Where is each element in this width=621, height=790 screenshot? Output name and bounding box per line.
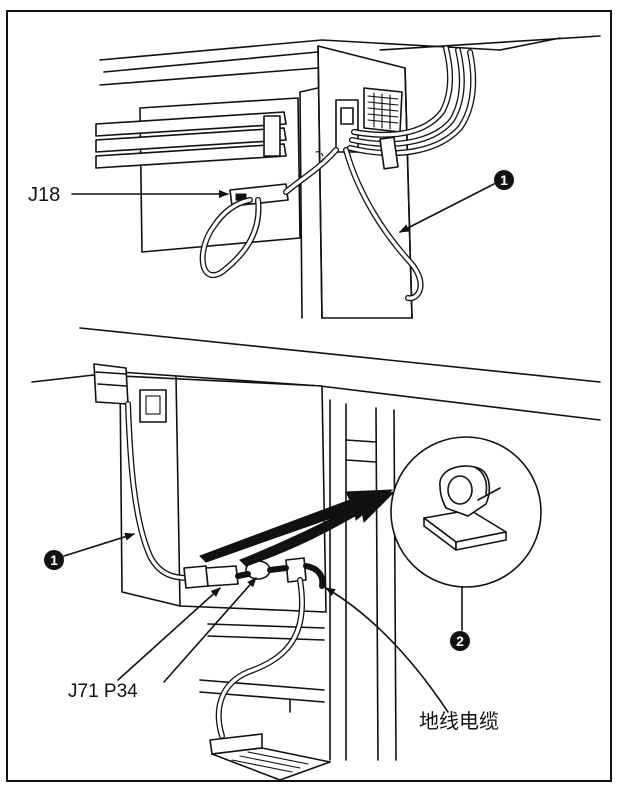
foot-pedal: [209, 733, 331, 781]
cable-harness-upper: [199, 45, 477, 302]
cable-clamp-detail: [390, 436, 542, 588]
figure-frame: [6, 10, 612, 782]
label-j18: J18: [28, 184, 61, 206]
cable-1-lower-leader-arrow: [63, 532, 135, 557]
callout-badge-1-lower: 1: [44, 550, 64, 570]
p34-leader-arrow: [163, 577, 257, 683]
clamp-pointer-arrows: [199, 489, 396, 567]
vent-grille: [367, 92, 399, 130]
j71-leader-arrow: [117, 587, 221, 681]
callout-badge-1-upper: 1: [494, 170, 514, 190]
cable-1-upper-leader-arrow: [399, 183, 495, 233]
cable-harness-lower: [125, 401, 326, 739]
label-ground-cable: 地线电缆: [419, 711, 499, 733]
ground-cable-leader-arrow: [325, 587, 449, 713]
label-j71-p34: J71 P34: [68, 681, 138, 702]
machine-leg: [199, 399, 397, 761]
table-top-upper: [99, 35, 601, 86]
callout-badge-2: 2: [450, 631, 470, 651]
circuit-board: [95, 97, 301, 253]
